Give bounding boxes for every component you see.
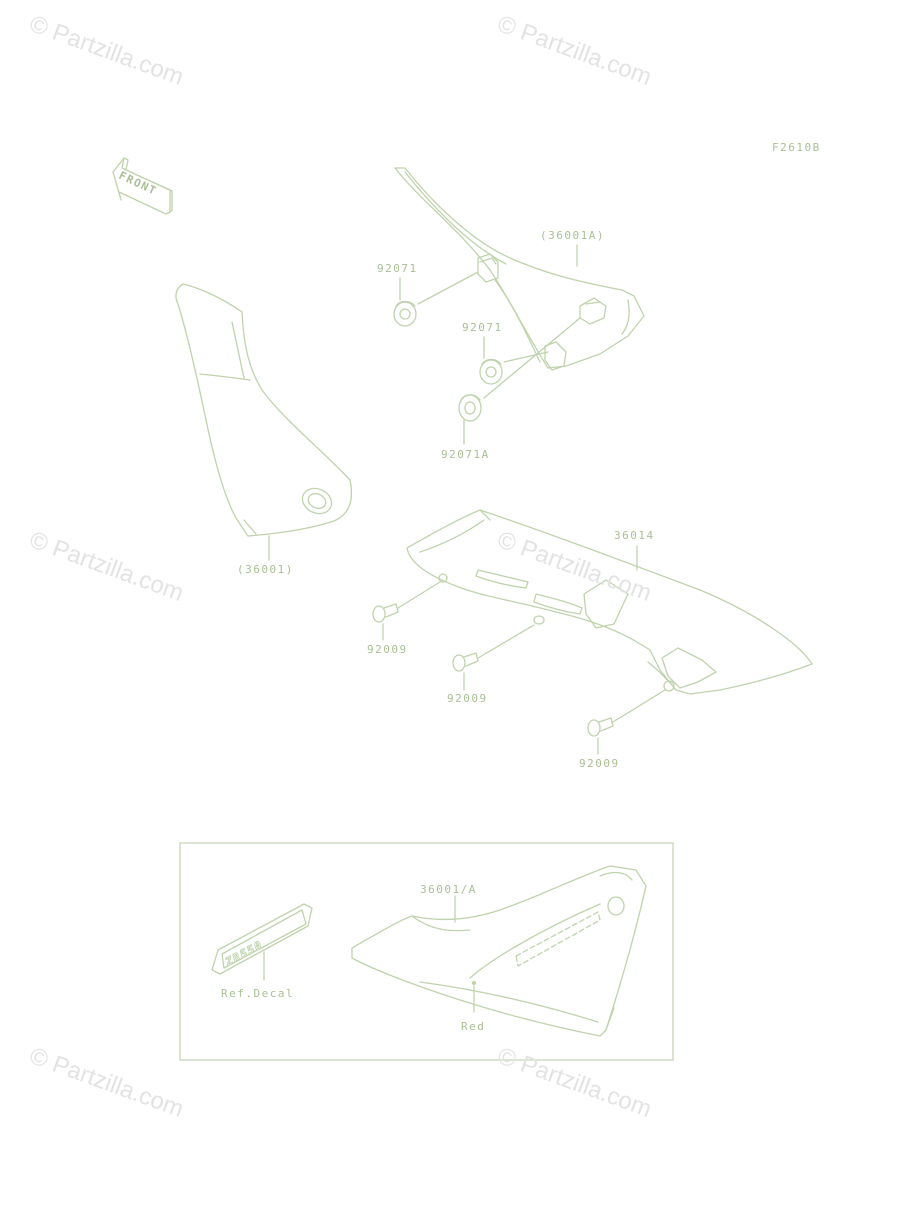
- right-side-cover-part: [394, 167, 645, 371]
- label-red: Red: [461, 1020, 485, 1033]
- damper-top-part: [393, 271, 479, 327]
- inset-frame: [179, 842, 674, 1061]
- label-92071-top: 92071: [377, 262, 418, 275]
- damper-a-part: [458, 317, 581, 445]
- zr550-decal-text: ZR550: [222, 938, 265, 969]
- inset-side-cover-part: [351, 865, 647, 1037]
- label-36014: 36014: [614, 529, 655, 542]
- bolt-2-part: [452, 624, 535, 691]
- left-side-cover-part: [175, 283, 353, 561]
- watermark-1: © Partzilla.com: [26, 10, 187, 91]
- label-ref-decal: Ref.Decal: [221, 987, 294, 1000]
- chain-cover-part: [406, 509, 813, 695]
- figure-code: F2610B: [772, 141, 821, 154]
- front-arrow-icon: [112, 157, 173, 215]
- bolt-1-part: [372, 581, 441, 641]
- bolt-3-part: [587, 689, 666, 755]
- watermark-5: © Partzilla.com: [26, 1042, 187, 1123]
- watermark-3: © Partzilla.com: [26, 526, 187, 607]
- label-36001-a-inset: 36001/A: [420, 883, 477, 896]
- label-92009-3: 92009: [579, 757, 620, 770]
- watermark-2: © Partzilla.com: [494, 10, 655, 91]
- label-36001: (36001): [237, 563, 294, 576]
- label-92071a: 92071A: [441, 448, 490, 461]
- watermark-6: © Partzilla.com: [494, 1042, 655, 1123]
- label-92071-mid: 92071: [462, 321, 503, 334]
- label-92009-2: 92009: [447, 692, 488, 705]
- damper-mid-part: [479, 336, 549, 385]
- label-36001a: (36001A): [540, 229, 605, 242]
- zr550-decal-part: [211, 903, 313, 981]
- label-92009-1: 92009: [367, 643, 408, 656]
